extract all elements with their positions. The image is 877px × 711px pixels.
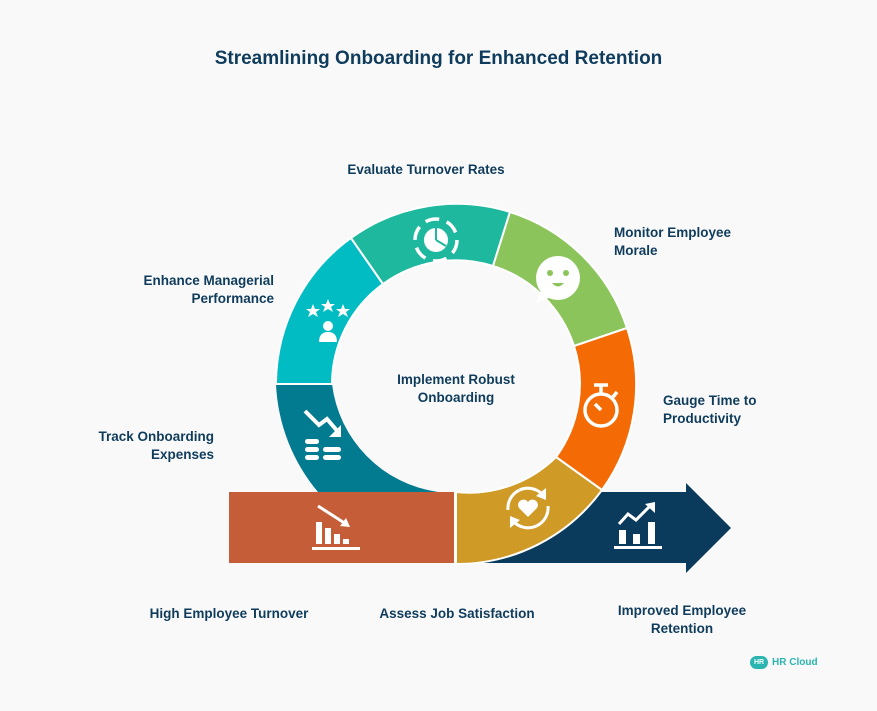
bar-chart-up-icon xyxy=(614,502,662,549)
stopwatch-icon xyxy=(583,383,619,428)
label-gauge-time: Gauge Time to Productivity xyxy=(663,393,757,426)
center-label: Implement Robust Onboarding xyxy=(397,372,515,405)
pie-chart-icon xyxy=(413,217,459,263)
bar-chart-down-icon xyxy=(312,504,360,550)
segment-track-expenses xyxy=(276,384,438,492)
diagram-title: Streamlining Onboarding for Enhanced Ret… xyxy=(214,48,663,69)
smile-chat-icon xyxy=(536,256,580,303)
label-enhance-managerial: Enhance Managerial Performance xyxy=(143,273,274,306)
label-high-turnover: High Employee Turnover xyxy=(149,606,309,621)
logo-text: HR Cloud xyxy=(772,657,818,668)
money-trend-down-icon xyxy=(303,409,341,460)
heart-cycle-icon xyxy=(506,486,550,530)
label-monitor-morale: Monitor Employee Morale xyxy=(614,225,732,258)
label-evaluate-turnover: Evaluate Turnover Rates xyxy=(347,162,505,177)
label-improved-retention: Improved Employee Retention xyxy=(617,603,747,636)
logo-badge: HR xyxy=(750,656,768,669)
start-bar xyxy=(229,492,455,563)
label-assess-satisfaction: Assess Job Satisfaction xyxy=(379,606,535,621)
star-rating-person-icon xyxy=(306,299,350,342)
hr-cloud-logo: HR HR Cloud xyxy=(750,656,818,669)
label-track-expenses: Track Onboarding Expenses xyxy=(98,429,214,462)
